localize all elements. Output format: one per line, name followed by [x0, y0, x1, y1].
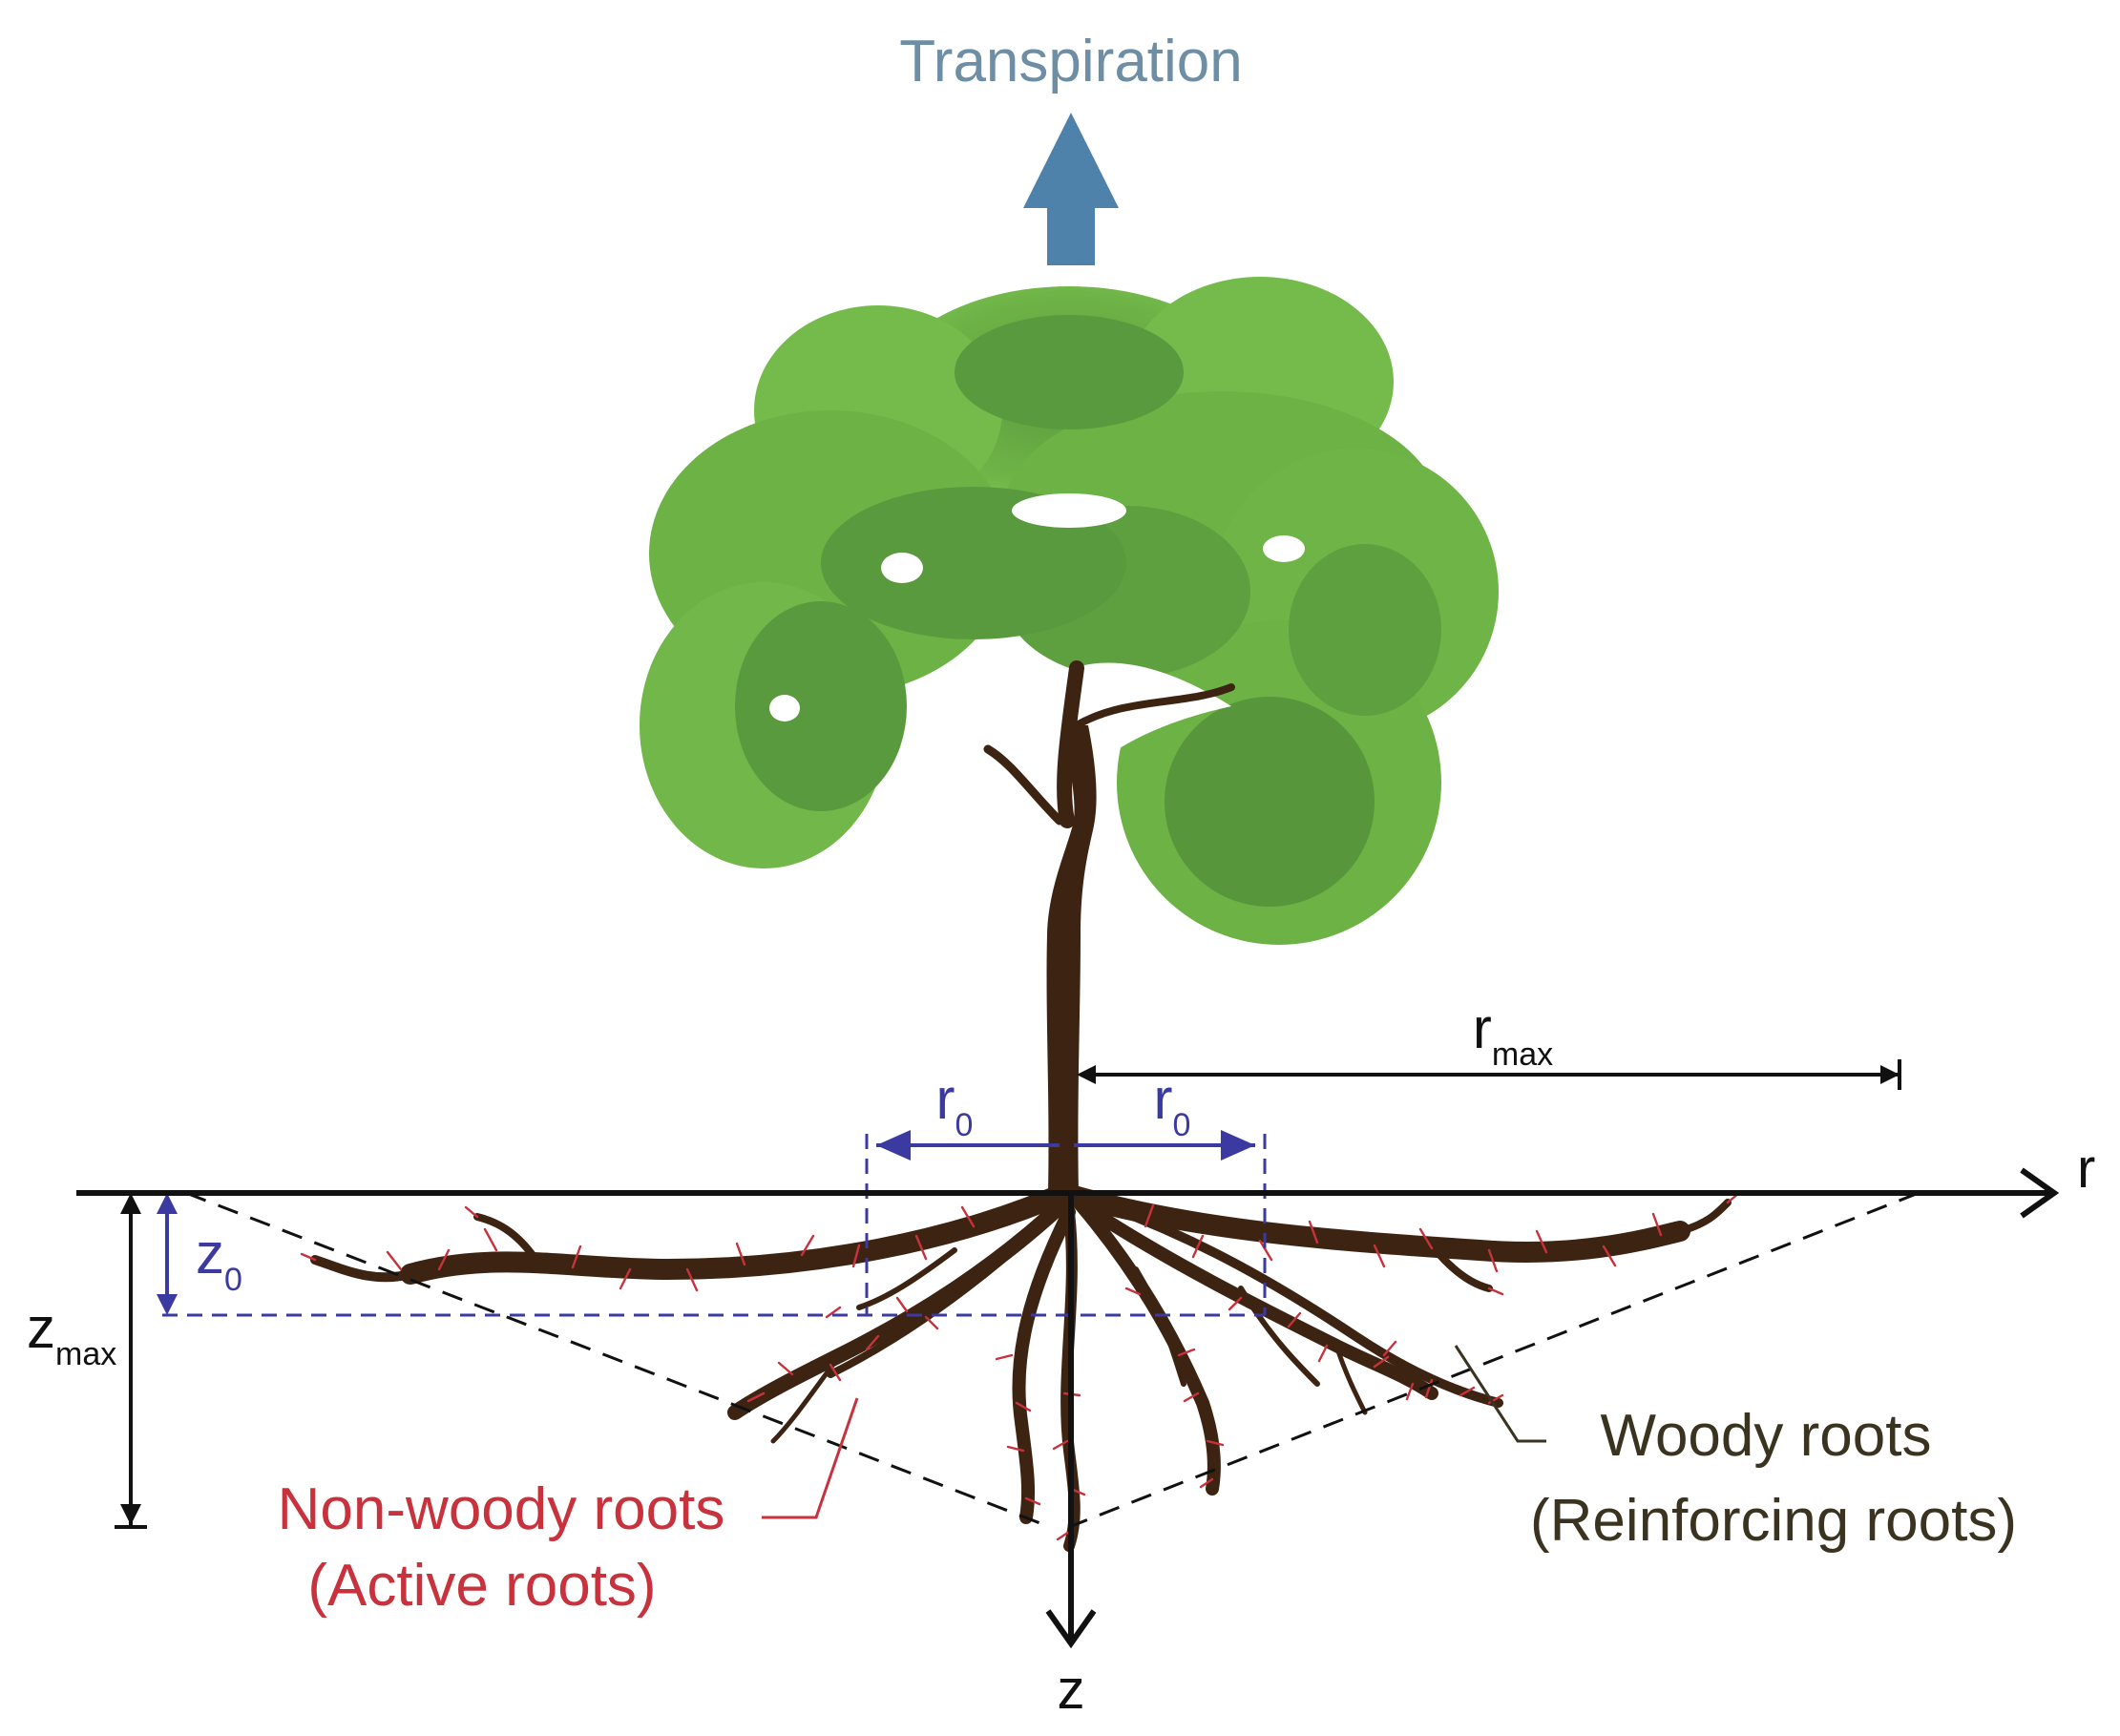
tree-trunk	[983, 660, 1235, 1193]
r-axis	[76, 1167, 2060, 1219]
r0-left-label: r0	[936, 1067, 974, 1143]
zmax-dimension	[115, 1193, 147, 1529]
rmax-label: rmax	[1473, 996, 1553, 1073]
zmax-label: zmax	[27, 1296, 116, 1372]
z0-label: z0	[196, 1222, 242, 1298]
transpiration-arrow-icon	[1023, 113, 1119, 265]
woody-leader-line	[1454, 1345, 1546, 1443]
r0-z0-box	[162, 1134, 1267, 1317]
active-roots-label: (Active roots)	[307, 1553, 656, 1619]
z0-dimension	[157, 1193, 178, 1315]
non-woody-leader-line	[762, 1397, 859, 1519]
woody-roots-label: Woody roots	[1601, 1403, 1932, 1469]
non-woody-roots-label: Non-woody roots	[278, 1476, 725, 1542]
r0-right-label: r0	[1154, 1067, 1191, 1143]
transpiration-label: Transpiration	[899, 29, 1243, 94]
tree-canopy	[640, 277, 1499, 945]
rmax-dimension	[1077, 1059, 1901, 1090]
r-axis-label: r	[2077, 1138, 2095, 1200]
z-axis	[1045, 1193, 1097, 1649]
reinforcing-roots-label: (Reinforcing roots)	[1530, 1488, 2017, 1554]
root-zone-outline	[185, 1191, 1920, 1529]
z-axis-label: z	[1058, 1659, 1085, 1721]
non-woody-roots	[300, 1191, 1741, 1541]
